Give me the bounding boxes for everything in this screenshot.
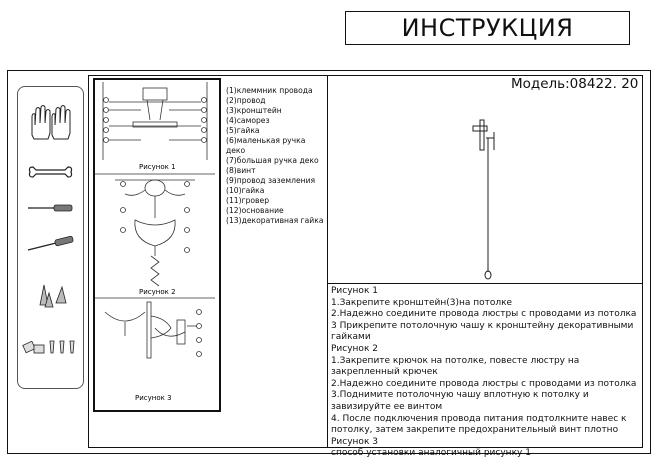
figures-panel: Рисунок 1 Рисунок 2 xyxy=(93,78,221,412)
parts-list: (1)клеммник провода (2)провод (3)кронште… xyxy=(226,86,326,226)
screwdriver-phillips-icon xyxy=(27,235,74,251)
product-illustration xyxy=(472,119,495,280)
instruction-line: 1.Закрепите крючок на потолке, повесте л… xyxy=(331,355,580,378)
instruction-line: способ установки аналогичный рисунку 1 xyxy=(331,448,531,459)
part-item: (9)провод заземления xyxy=(226,176,316,185)
instruction-line: 3 Прикрепите потолочную чашу к кронштейн… xyxy=(331,320,634,343)
gloves-icon xyxy=(31,105,71,140)
instruction-line: Рисунок 2 xyxy=(331,343,378,354)
instruction-line: Рисунок 3 xyxy=(331,436,378,447)
instruction-line: 3.Поднимите потолочную чашу вплотную к п… xyxy=(331,390,589,412)
figure-2-diagram xyxy=(95,179,215,299)
part-item: (4)саморез xyxy=(226,116,270,125)
part-item: (8)винт xyxy=(226,166,256,175)
part-item: (13)декоративная гайка xyxy=(226,216,324,225)
part-item: (3)кронштейн xyxy=(226,106,282,115)
title-box xyxy=(345,11,630,45)
instruction-line: 1.Закрепите кронштейн(3)на потолке xyxy=(331,297,513,308)
figure-3-diagram xyxy=(104,301,202,359)
part-item: (10)гайка xyxy=(226,186,265,195)
part-item: (5)гайка xyxy=(226,126,260,135)
vertical-divider xyxy=(327,75,328,448)
part-item: (7)большая ручка деко xyxy=(226,156,319,165)
part-item: (1)клеммник провода xyxy=(226,86,313,95)
figure-3-caption: Рисунок 3 xyxy=(135,394,172,402)
instruction-line: 4. После подключения провода питания под… xyxy=(331,413,627,436)
instruction-line: 2.Надежно соедините провода люстры с про… xyxy=(331,309,637,320)
terminal-connectors-icon xyxy=(22,340,75,354)
figure-2-caption: Рисунок 2 xyxy=(139,288,176,296)
part-item: (12)основание xyxy=(226,206,284,215)
figure-1-caption: Рисунок 1 xyxy=(139,163,176,171)
model-number: Модель:08422. 20 xyxy=(511,76,639,92)
page-title: ИНСТРУКЦИЯ xyxy=(401,14,574,42)
wrench-icon xyxy=(28,166,73,178)
inner-frame xyxy=(88,75,643,448)
tools-panel xyxy=(17,86,84,389)
instruction-line: Рисунок 1 xyxy=(331,286,378,296)
wall-anchors-icon xyxy=(39,284,67,308)
horizontal-divider xyxy=(327,283,643,284)
instructions-text: Рисунок 1 1.Закрепите кронштейн(3)на пот… xyxy=(331,286,643,460)
part-item: (2)провод xyxy=(226,96,266,105)
part-item: (6)маленькая ручка деко xyxy=(226,136,306,155)
figure-1-diagram xyxy=(95,82,215,175)
screwdriver-flat-icon xyxy=(28,204,73,212)
instruction-line: 2.Надежно соедините провода люстры с про… xyxy=(331,378,637,389)
part-item: (11)гровер xyxy=(226,196,270,205)
